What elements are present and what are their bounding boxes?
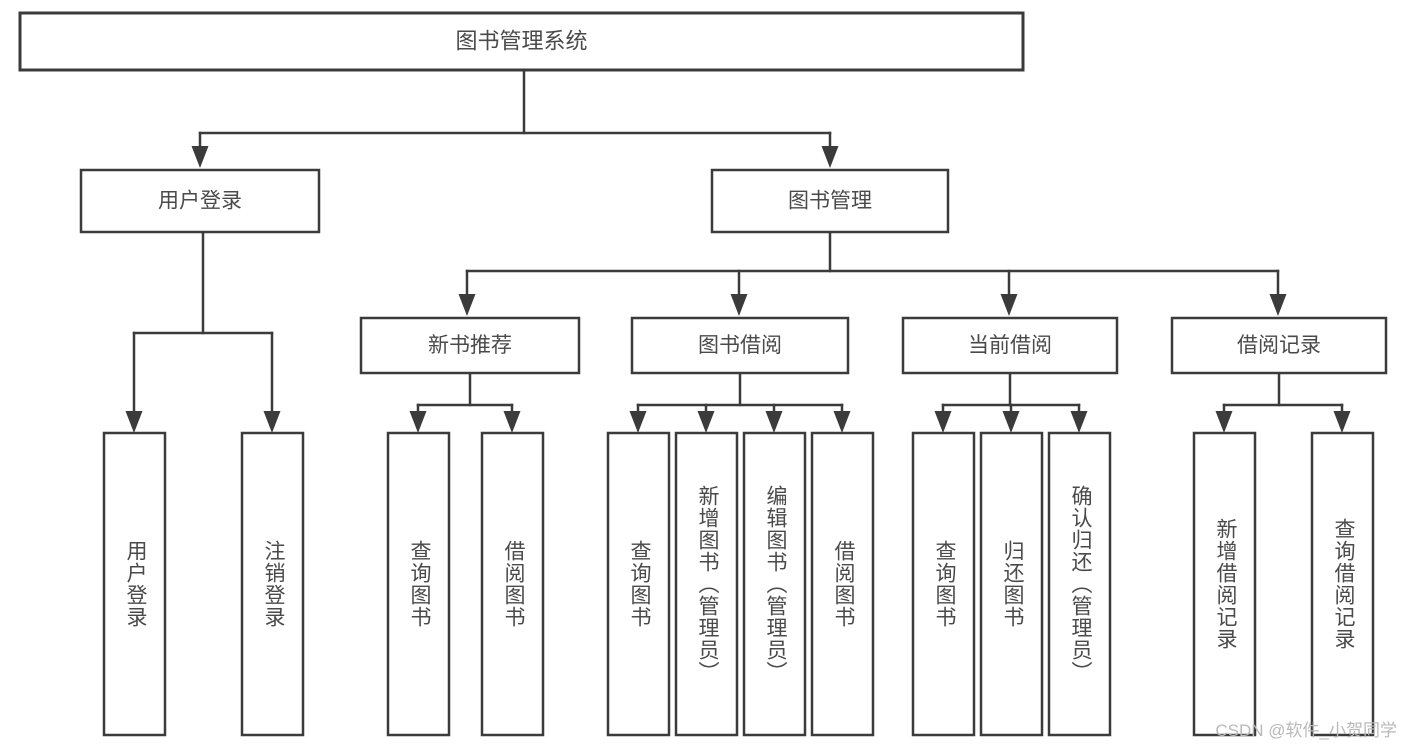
node-box-leaf-return-book[interactable] [979, 431, 1044, 737]
node-label-root: 图书管理系统 [455, 28, 587, 53]
node-label-book-manage: 图书管理 [788, 190, 872, 213]
new-book-recommend-arrowhead-1 [503, 411, 521, 433]
current-borrow-arrowhead-1 [1002, 411, 1020, 433]
node-box-leaf-borrow-book[interactable] [810, 431, 875, 737]
node-box-current-borrow[interactable] [901, 316, 1119, 375]
node-box-user-login[interactable] [79, 168, 321, 234]
book-borrow-arrowhead-0 [629, 411, 647, 433]
current-borrow-arrowhead-2 [1070, 411, 1088, 433]
book-manage-arrowhead-0 [458, 294, 476, 316]
node-label-new-book-recommend: 新书推荐 [428, 334, 512, 357]
book-borrow-arrowhead-3 [833, 411, 851, 433]
node-box-leaf-add-book-admin[interactable] [674, 431, 739, 737]
user-login-arrowhead-1 [263, 411, 281, 433]
node-box-borrow-record[interactable] [1170, 316, 1388, 375]
book-borrow-arrowhead-2 [765, 411, 783, 433]
node-box-leaf-logout-login[interactable] [240, 431, 305, 737]
book-borrow-arrowhead-1 [697, 411, 715, 433]
current-borrow-arrowhead-0 [934, 411, 952, 433]
node-box-leaf-query-book-borrow[interactable] [606, 431, 671, 737]
book-manage-arrowhead-3 [1269, 294, 1287, 316]
node-box-leaf-user-login[interactable] [102, 431, 167, 737]
node-label-current-borrow: 当前借阅 [968, 334, 1052, 357]
node-box-leaf-query-book-rec[interactable] [386, 431, 451, 737]
borrow-record-arrowhead-0 [1215, 411, 1233, 433]
node-box-leaf-borrow-book-rec[interactable] [480, 431, 545, 737]
root-arrowhead-0 [191, 146, 209, 168]
node-box-book-borrow[interactable] [630, 316, 850, 375]
node-label-user-login: 用户登录 [158, 190, 242, 213]
node-label-borrow-record: 借阅记录 [1237, 334, 1321, 357]
watermark: CSDN @软件_小贺同学 [1215, 721, 1397, 740]
new-book-recommend-arrowhead-0 [409, 411, 427, 433]
borrow-record-arrowhead-1 [1333, 411, 1351, 433]
node-label-book-borrow: 图书借阅 [698, 334, 782, 357]
user-login-arrowhead-0 [125, 411, 143, 433]
node-box-leaf-edit-book-admin[interactable] [742, 431, 807, 737]
node-box-root[interactable] [18, 11, 1025, 72]
node-box-new-book-recommend[interactable] [359, 316, 581, 375]
node-box-book-manage[interactable] [710, 168, 950, 234]
node-box-leaf-confirm-return-admin[interactable] [1047, 431, 1112, 737]
book-manage-arrowhead-1 [730, 294, 748, 316]
node-box-leaf-query-book-current[interactable] [911, 431, 976, 737]
root-arrowhead-1 [821, 146, 839, 168]
node-box-leaf-add-borrow-record[interactable] [1192, 431, 1257, 737]
boxes-layer [18, 11, 1388, 737]
connectors-layer [125, 68, 1351, 433]
node-box-leaf-query-borrow-record[interactable] [1310, 431, 1375, 737]
book-manage-arrowhead-2 [1000, 294, 1018, 316]
